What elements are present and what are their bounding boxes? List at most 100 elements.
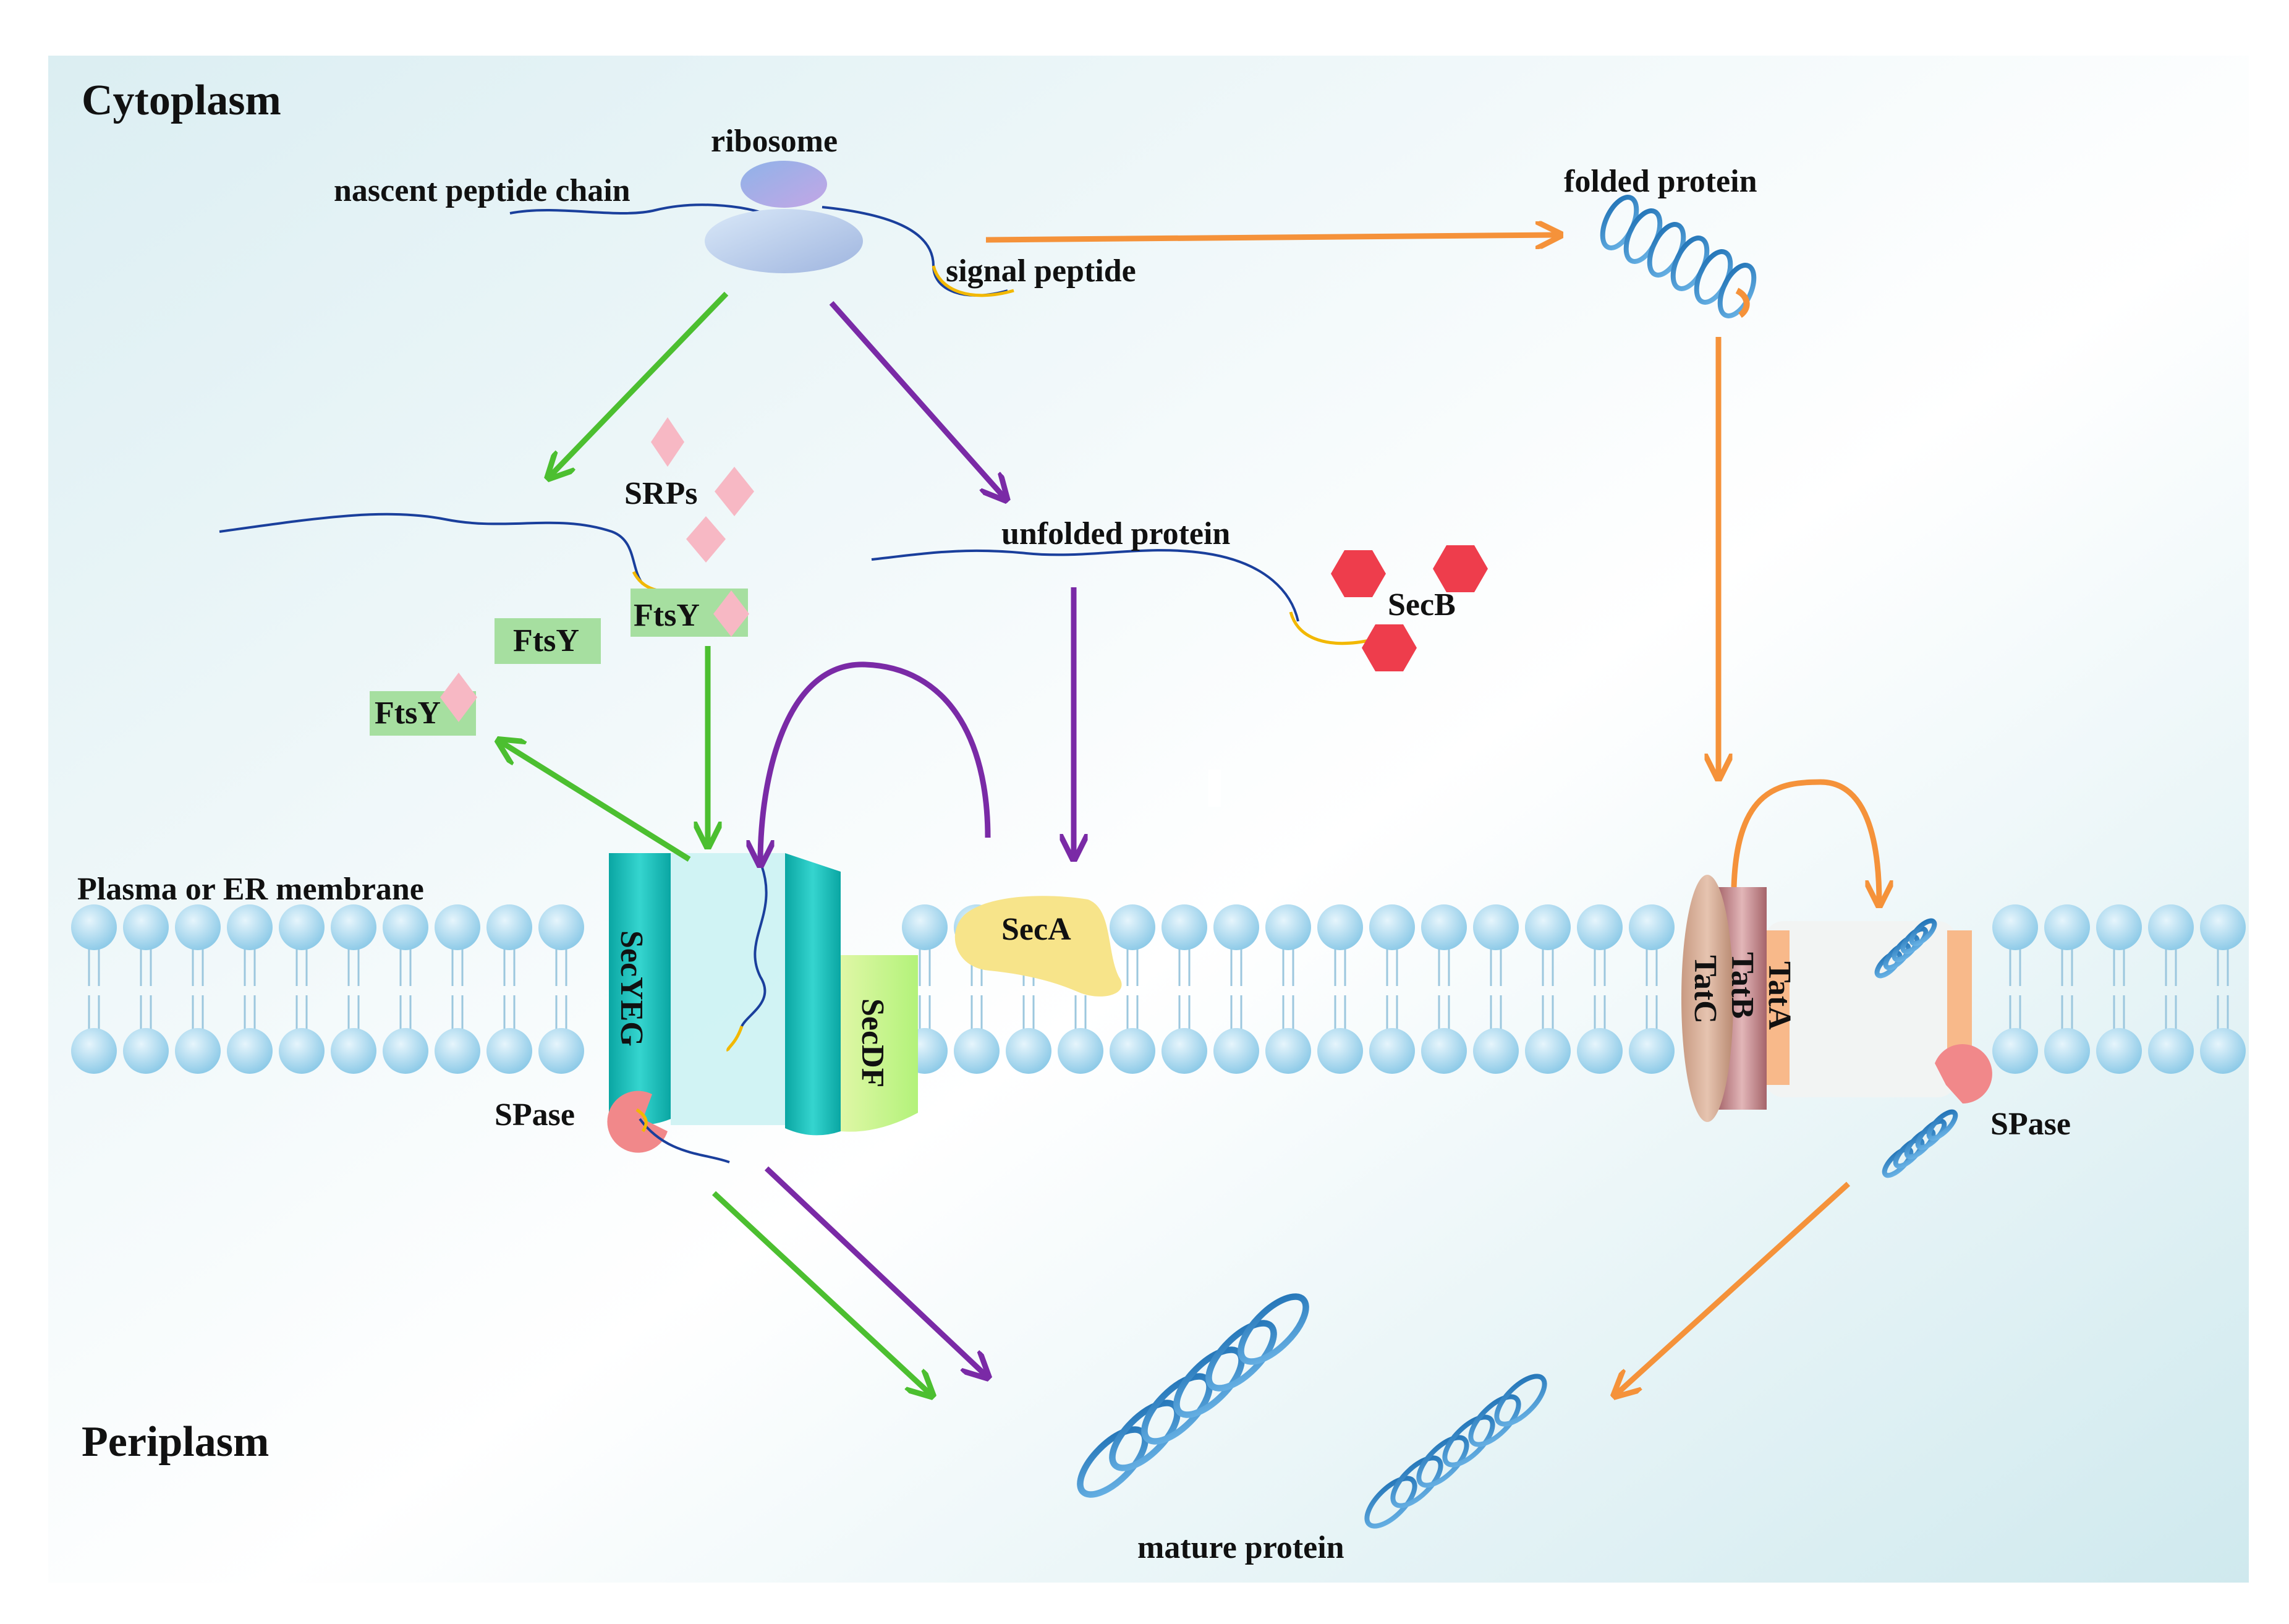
secb-complex: SecB — [1331, 545, 1488, 671]
mature-protein-helix — [1077, 1293, 1309, 1498]
ftsy-bound: FtsY — [631, 589, 749, 637]
lipid-head — [1525, 1028, 1571, 1074]
lipid-head — [538, 1028, 584, 1074]
secdf-label: SecDF — [855, 998, 890, 1087]
lipid-head — [1006, 1028, 1051, 1074]
lipid-head — [2096, 1028, 2142, 1074]
secdf: SecDF — [841, 955, 918, 1132]
secyeg-right-wall — [785, 853, 841, 1136]
lipid-head — [175, 1028, 221, 1074]
spase-right-label: SPase — [1990, 1107, 2071, 1142]
helix-turn — [1442, 1414, 1495, 1468]
tata-pore — [1765, 921, 1956, 1097]
lipid-head — [2148, 904, 2194, 950]
ftsy-free: FtsY — [495, 618, 601, 664]
lipid-head — [1577, 904, 1623, 950]
background-panel — [48, 56, 2249, 1583]
unfolded-protein-label: unfolded protein — [1001, 516, 1230, 551]
secb-label: SecB — [1388, 587, 1456, 623]
tatc-body — [1681, 875, 1733, 1122]
lipid-head — [1525, 904, 1571, 950]
spase-right-body — [1935, 1044, 1992, 1103]
lipid-head — [1369, 1028, 1415, 1074]
lipid-head — [1317, 1028, 1363, 1074]
secb-hexagon — [1362, 624, 1417, 671]
lipid-head — [279, 1028, 325, 1074]
helix-turn — [1494, 1374, 1547, 1427]
helix-turn — [1205, 1320, 1277, 1392]
cytoplasm-label: Cytoplasm — [82, 77, 281, 124]
lipid-head — [71, 1028, 117, 1074]
lipid-head — [71, 904, 117, 950]
lipid-head — [2044, 1028, 2090, 1074]
lipid-head — [1992, 904, 2038, 950]
helix-turn — [1364, 1476, 1417, 1529]
lipid-head — [902, 904, 948, 950]
ftsy-free-label: FtsY — [513, 623, 579, 658]
spase-left-label: SPase — [495, 1097, 575, 1133]
lipid-head — [123, 1028, 169, 1074]
orange-pathway-arrows — [985, 235, 1879, 1394]
tata-label: TatA — [1762, 961, 1797, 1030]
green-arrow — [550, 291, 729, 476]
lipid-head — [331, 904, 376, 950]
helix-turn — [1390, 1455, 1443, 1508]
ftsy-free-box — [495, 618, 601, 664]
ribosome-label: ribosome — [711, 124, 838, 159]
lipid-head — [227, 904, 273, 950]
ribosome — [509, 161, 1014, 297]
secyeg-pore — [671, 853, 785, 1125]
srp-particles — [651, 417, 754, 563]
purple-pathway-arrows — [760, 301, 1074, 1375]
mature-protein-label: mature protein — [1137, 1530, 1344, 1565]
lipid-head — [1317, 904, 1363, 950]
secyeg-label: SecYEG — [614, 930, 649, 1047]
tatc-label: TatC — [1688, 955, 1723, 1024]
green-pathway-arrows — [501, 291, 930, 1394]
srp-diamond — [686, 516, 726, 563]
secb-hexagon — [1331, 550, 1386, 597]
orange-arrow — [985, 235, 1558, 240]
mature-protein-helix — [1364, 1374, 1547, 1529]
lipid-head — [2200, 904, 2246, 950]
lipid-head — [1265, 904, 1311, 950]
folded-protein-label: folded protein — [1564, 164, 1757, 199]
lipid-bilayer — [71, 904, 2246, 1074]
lipid-head — [2200, 1028, 2246, 1074]
unfolded-protein-chain — [871, 549, 1299, 622]
lipid-head — [383, 904, 428, 950]
lipid-head — [2096, 904, 2142, 950]
seca: SecA — [954, 896, 1122, 997]
purple-arrow — [764, 1166, 986, 1375]
tat-complex: TatC TatB TatA — [1681, 875, 1972, 1122]
lipid-head — [1161, 904, 1207, 950]
lipid-head — [1473, 904, 1519, 950]
signal-peptide-label: signal peptide — [946, 253, 1136, 289]
lipid-head — [1629, 1028, 1675, 1074]
folded-protein-helix — [1600, 195, 1757, 318]
lipid-head — [1213, 1028, 1259, 1074]
srp-nascent-chain — [219, 512, 644, 585]
lipid-head — [279, 904, 325, 950]
srp-diamond — [715, 467, 754, 516]
lipid-head — [1992, 1028, 2038, 1074]
seca-label: SecA — [1001, 912, 1071, 947]
lipid-head — [1058, 1028, 1103, 1074]
periplasm-label: Periplasm — [82, 1418, 269, 1466]
secyeg-left-wall — [609, 853, 671, 1125]
secdf-body — [841, 955, 918, 1132]
highlight-mark — [1208, 770, 1221, 807]
tatb-label: TatB — [1725, 952, 1760, 1019]
membrane-label: Plasma or ER membrane — [77, 872, 424, 907]
lipid-head — [2044, 904, 2090, 950]
ribosome-small-subunit — [741, 161, 827, 208]
srp-diamond — [440, 673, 477, 722]
lipid-head — [435, 1028, 480, 1074]
srp-diamond — [651, 417, 684, 467]
tat-helix — [1874, 918, 1937, 979]
lipid-head — [331, 1028, 376, 1074]
spase-right — [1935, 1044, 1992, 1103]
orange-arrow — [1731, 779, 1879, 903]
lipid-head — [435, 904, 480, 950]
spase-left — [607, 1090, 730, 1163]
